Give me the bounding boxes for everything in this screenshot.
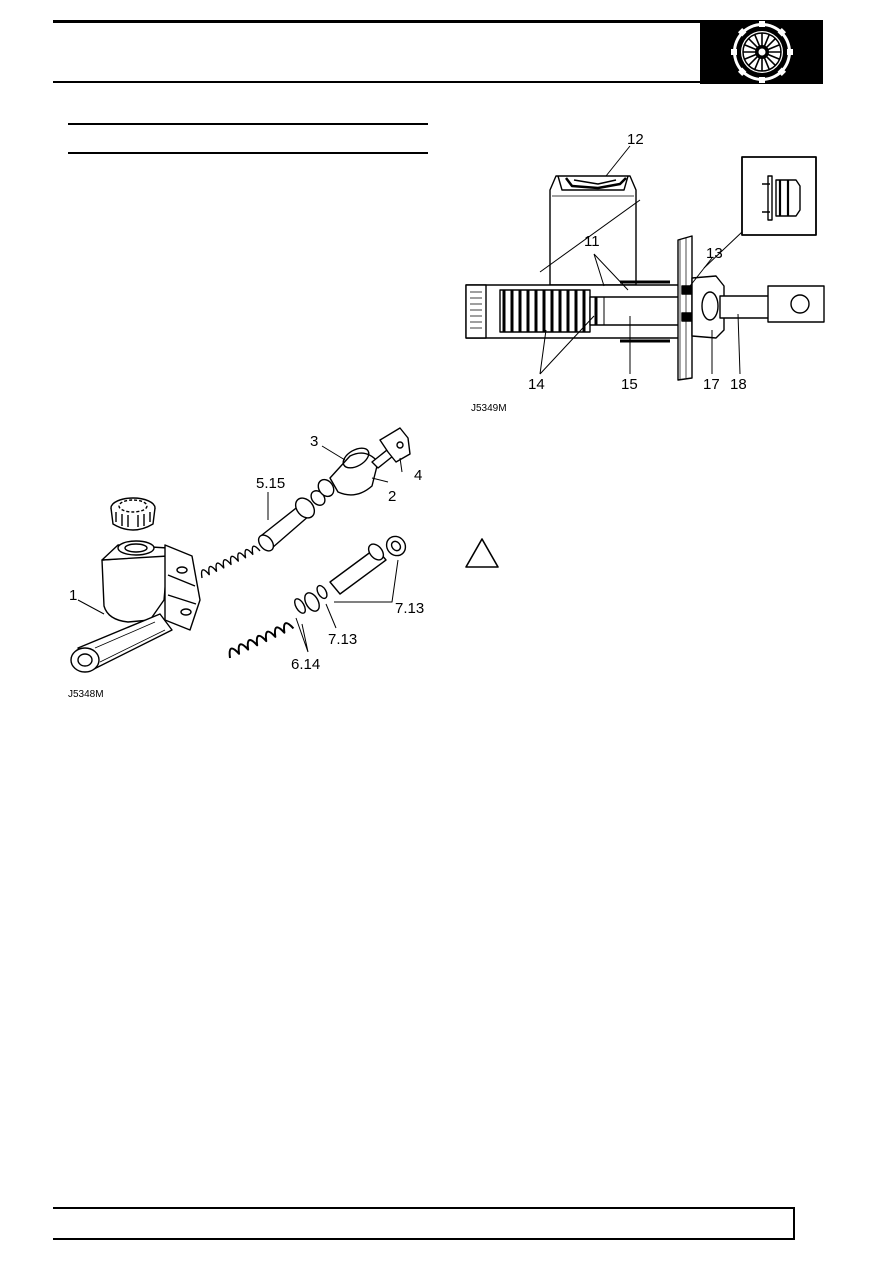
callout-18: 18 — [730, 376, 747, 393]
header-top-rule — [53, 20, 823, 23]
callout-4: 4 — [414, 467, 423, 484]
callout-12: 12 — [627, 131, 644, 148]
section-icon-box — [700, 20, 823, 84]
warning-triangle-icon — [465, 538, 499, 568]
callout-7-13-b: 7.13 — [328, 631, 358, 648]
figure-reference-right: J5349M — [471, 403, 507, 414]
callout-1: 1 — [69, 587, 78, 604]
callout-15: 15 — [621, 376, 638, 393]
header-bottom-rule — [53, 81, 700, 83]
callout-6-14: 6.14 — [291, 656, 321, 673]
clutch-disc-icon — [731, 21, 793, 83]
callout-2: 2 — [388, 488, 397, 505]
callout-17: 17 — [703, 376, 720, 393]
footer-right-rule — [793, 1207, 795, 1240]
callout-3: 3 — [310, 433, 319, 450]
footer-bottom-rule — [53, 1238, 795, 1240]
callout-14: 14 — [528, 376, 545, 393]
section-title-rule-bottom — [68, 152, 428, 154]
footer-top-rule — [53, 1207, 795, 1209]
callout-11: 11 — [584, 233, 600, 250]
figure-reference-left: J5348M — [68, 689, 104, 700]
callout-13: 13 — [706, 245, 723, 262]
callout-5-15: 5.15 — [256, 475, 286, 492]
callout-7-13-a: 7.13 — [395, 600, 425, 617]
section-title-rule-top — [68, 123, 428, 125]
